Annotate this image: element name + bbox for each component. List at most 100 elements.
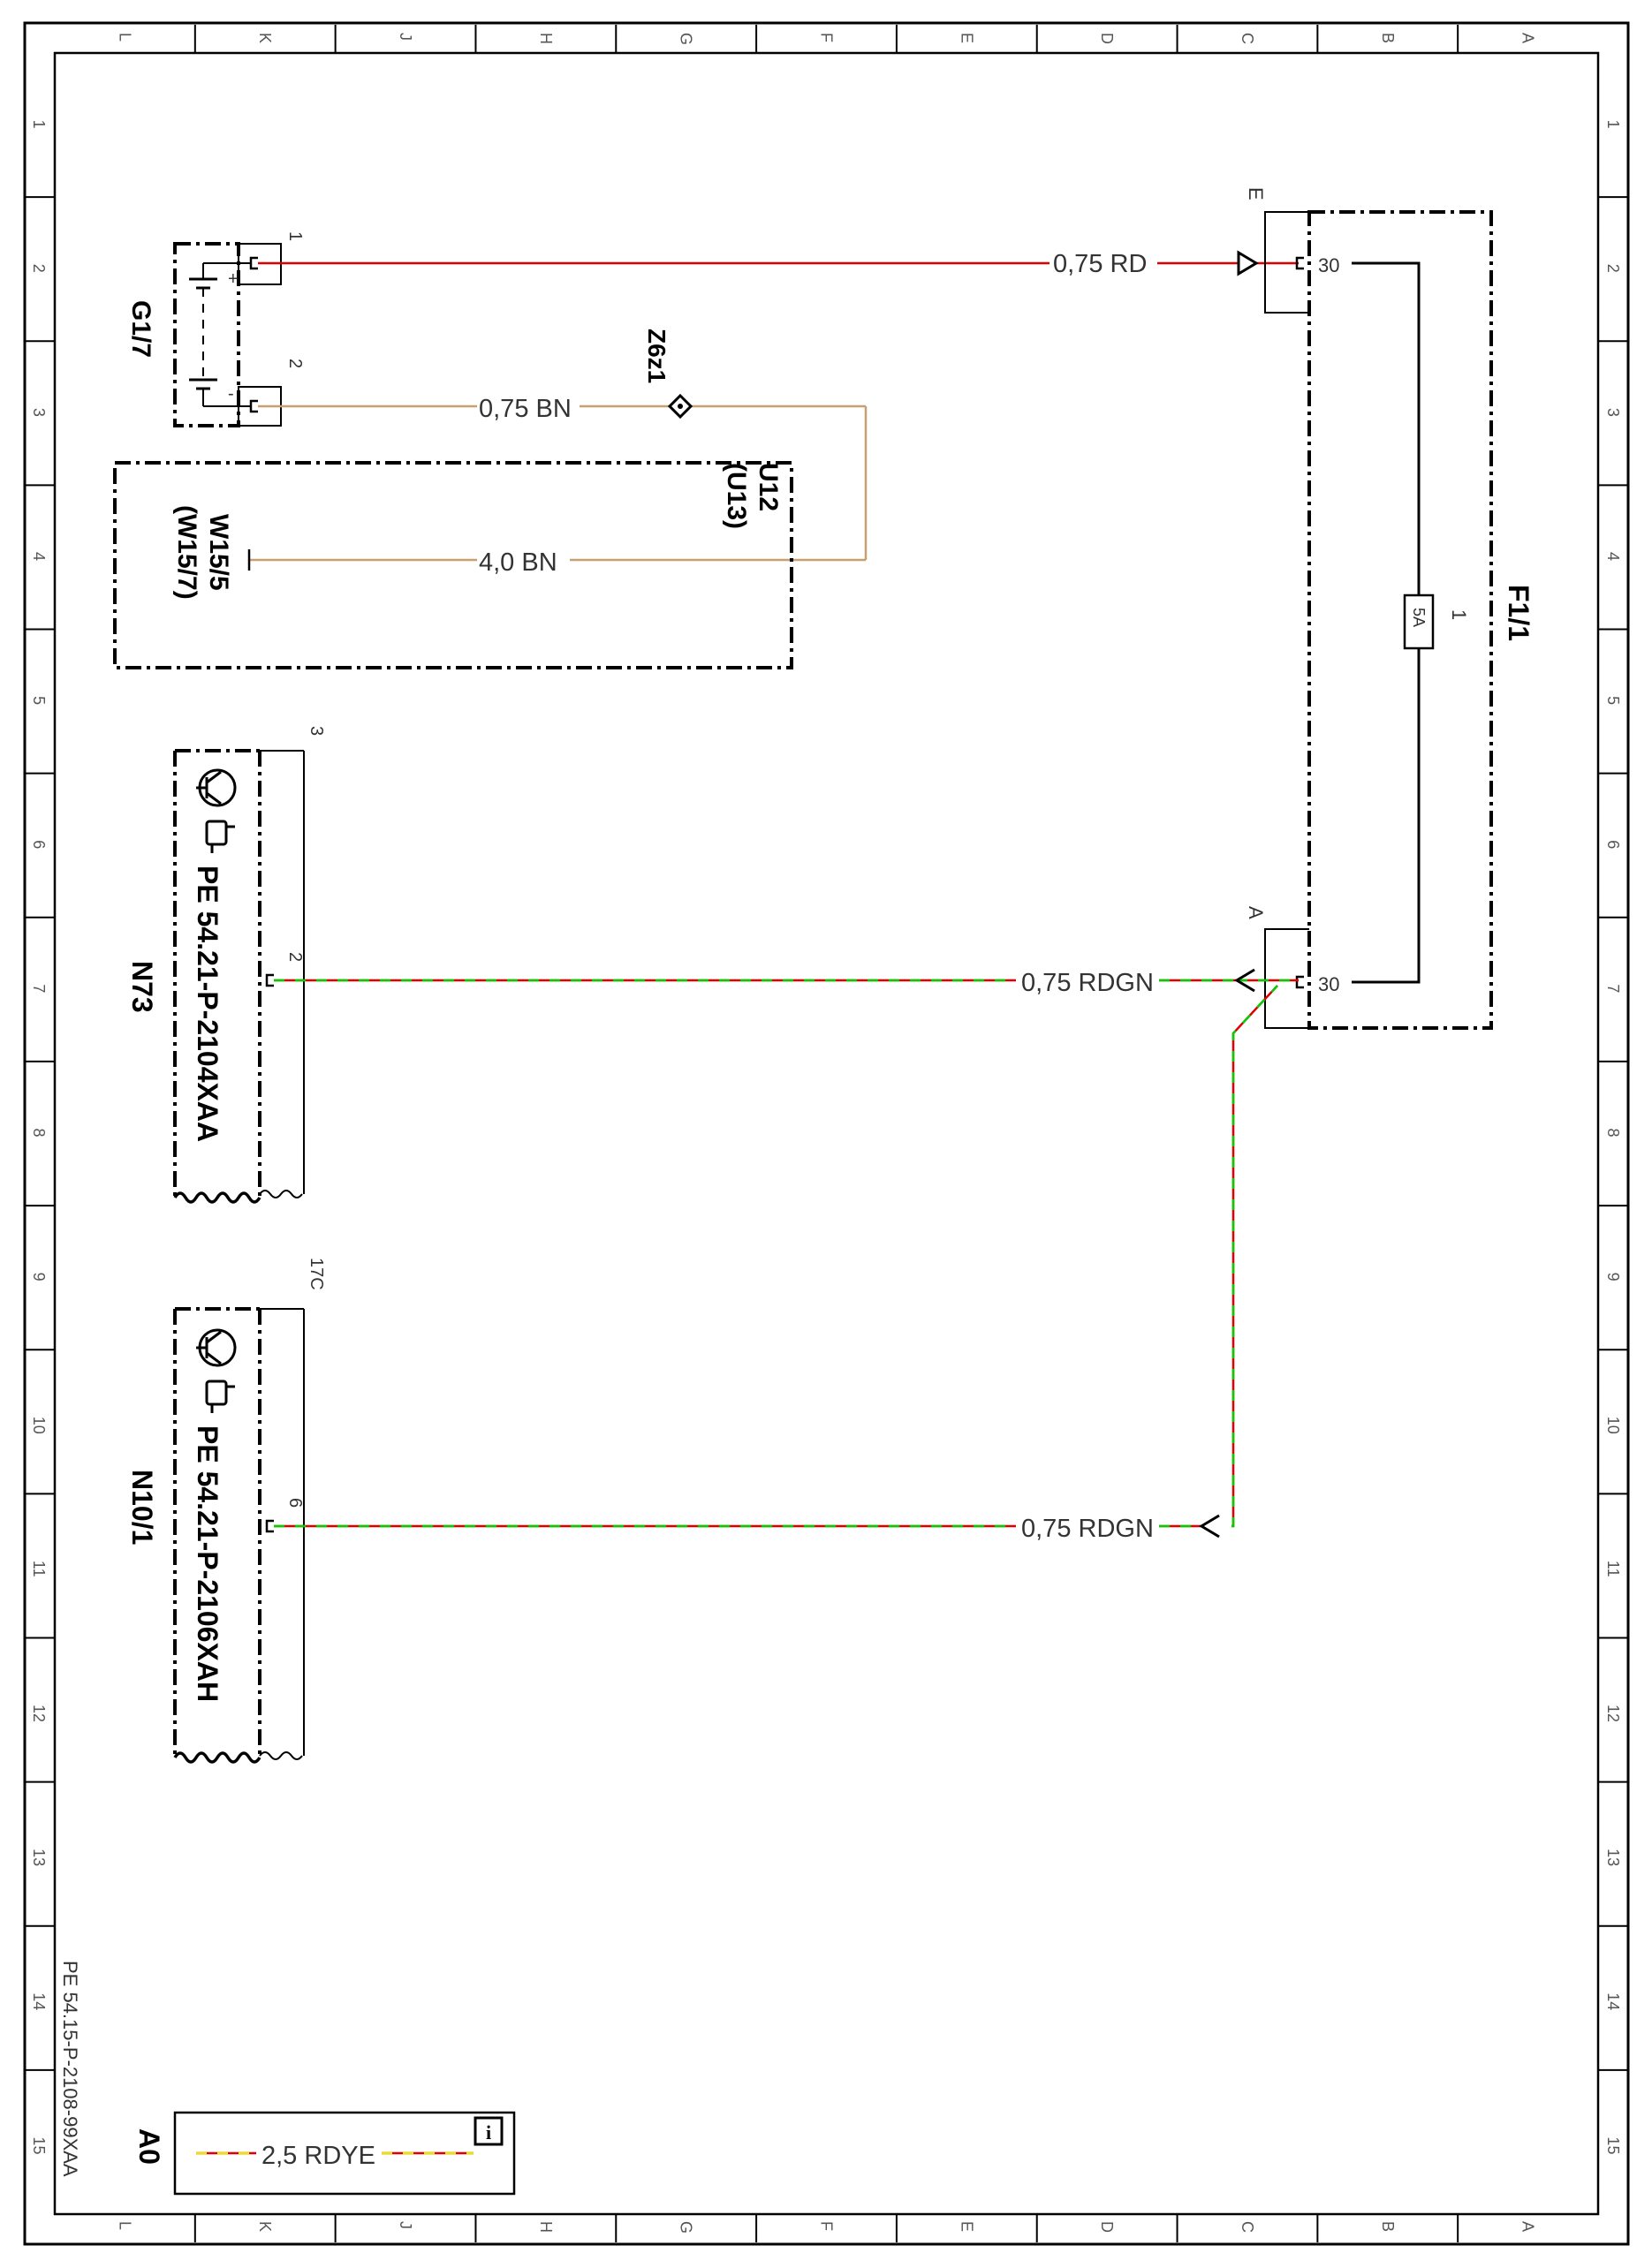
f11-pin-30-top xyxy=(1295,256,1304,270)
sheet-label: A0 xyxy=(133,2128,165,2165)
module-n101[interactable]: 17C 6 PE 54.21-P-2106XAH N10/1 xyxy=(126,1258,326,1764)
grid-row-label: 11 xyxy=(30,1561,48,1577)
f11-label: F1/1 xyxy=(1503,585,1535,641)
grid-col-label: D xyxy=(1098,33,1116,44)
connector-arrow-n101[interactable] xyxy=(1199,1514,1220,1538)
grid-row-label: 7 xyxy=(30,984,48,993)
n73-connector xyxy=(265,973,274,987)
w155-label: W15/5 xyxy=(204,514,233,591)
g17-dashed-box xyxy=(173,242,240,427)
g17-connector-pin1[interactable] xyxy=(249,256,258,270)
grid-row-label: 2 xyxy=(30,264,48,273)
grid-row-label: 9 xyxy=(1604,1273,1622,1281)
connector-arrow-a[interactable] xyxy=(1234,968,1255,993)
grid-row-label: 15 xyxy=(1604,2136,1622,2154)
n73-pin-label: 2 xyxy=(285,952,305,962)
u12-label: U12 xyxy=(754,463,783,511)
f11-term-bottom: 30 xyxy=(1318,973,1339,995)
grid-row-label: 15 xyxy=(30,2136,48,2154)
f11-internal-lower xyxy=(1352,648,1421,984)
grid-row-label: 8 xyxy=(1604,1129,1622,1138)
ground-box-u12[interactable]: U12 (U13) W15/5 (W15/7) xyxy=(113,461,793,669)
connector-arrow-e[interactable] xyxy=(1237,250,1259,276)
f11-conn-a-box xyxy=(1264,928,1309,1029)
grid-row-label: 3 xyxy=(30,408,48,417)
g17-connector-pin2[interactable] xyxy=(249,399,258,413)
fuse-box-f11[interactable]: E A 30 30 5A 1 F1/1 xyxy=(1245,187,1535,1030)
n101-pin-label: 6 xyxy=(285,1498,305,1508)
grid-row-label: 6 xyxy=(30,840,48,849)
legend-wire-label: 2,5 RDYE xyxy=(261,2142,375,2170)
n73-label: N73 xyxy=(126,961,158,1013)
inner-frame xyxy=(53,51,1600,2216)
grid-col-label: K xyxy=(256,2221,274,2232)
wire-075-rdgn-n101[interactable]: 0,75 RDGN xyxy=(274,985,1278,1543)
grid-col-label: H xyxy=(537,2221,555,2233)
z6z1-label: Z6z1 xyxy=(643,329,671,383)
wire-40-bn[interactable]: 4,0 BN xyxy=(249,406,868,577)
wire-40-bn-label: 4,0 BN xyxy=(479,548,557,577)
grid-col-label: D xyxy=(1098,2221,1116,2233)
grid-col-label: G xyxy=(678,2221,695,2234)
grid-col-label: F xyxy=(818,2221,836,2231)
grid-col-label: K xyxy=(256,33,274,43)
n73-pin-top: 3 xyxy=(307,726,326,736)
module-n73[interactable]: 3 2 PE 54.21-P-2104XAA N73 xyxy=(126,726,326,1204)
svg-text:i: i xyxy=(486,2121,491,2143)
fuse-5a[interactable] xyxy=(1403,593,1435,650)
grid-row-label: 5 xyxy=(30,696,48,705)
n101-pin-top: 17C xyxy=(307,1258,326,1290)
g17-label: G1/7 xyxy=(126,300,155,358)
fuse-rating: 5A xyxy=(1410,608,1428,627)
f11-conn-e-label: E xyxy=(1245,187,1267,200)
n73-ref: PE 54.21-P-2104XAA xyxy=(192,866,224,1142)
grid-col-label: C xyxy=(1239,2221,1256,2233)
grid-row-label: 9 xyxy=(30,1273,48,1281)
wire-rdgn-n73-label: 0,75 RDGN xyxy=(1021,969,1154,997)
grid-col-label: L xyxy=(116,2221,133,2230)
grid-row-label: 1 xyxy=(30,120,48,129)
wire-075-rdgn-n73[interactable]: 0,75 RDGN xyxy=(274,969,1299,997)
doc-reference: PE 54.15-P-2108-99XAA xyxy=(59,1961,81,2177)
grid-col-label: H xyxy=(537,33,555,44)
g17-minus-sign: - xyxy=(228,384,234,404)
g17-plus-sign: + xyxy=(228,269,239,289)
grid-col-label: F xyxy=(818,33,836,42)
grid-col-label: G xyxy=(678,33,695,45)
n101-ref: PE 54.21-P-2106XAH xyxy=(192,1425,224,1702)
wire-075-rd-label: 0,75 RD xyxy=(1053,250,1147,278)
grid-row-label: 13 xyxy=(1604,1848,1622,1866)
f11-conn-a-label: A xyxy=(1245,906,1267,919)
grid-col-label: J xyxy=(397,33,414,41)
splice-z6z1[interactable]: Z6z1 xyxy=(643,329,693,420)
f11-internal-upper xyxy=(1352,261,1421,595)
grid-row-label: 14 xyxy=(30,1992,48,2010)
grid-col-label: C xyxy=(1239,33,1256,44)
w157-label: (W15/7) xyxy=(172,505,201,600)
grid-row-label: 2 xyxy=(1604,264,1622,273)
grid-row-label: 11 xyxy=(1604,1561,1622,1577)
transistor-icon xyxy=(196,1328,237,1367)
grid-col-label: E xyxy=(958,2221,975,2232)
wire-075-bn-label: 0,75 BN xyxy=(479,395,572,423)
wire-075-rd[interactable]: 0,75 RD xyxy=(258,250,1299,278)
grid-col-label: L xyxy=(116,33,133,42)
pointing-hand-icon xyxy=(205,820,235,853)
grid-row-label: 10 xyxy=(30,1417,48,1434)
grid-row-label: 6 xyxy=(1604,840,1622,849)
n101-label: N10/1 xyxy=(126,1470,158,1545)
wire-075-bn[interactable]: 0,75 BN xyxy=(258,395,866,423)
f11-term-top: 30 xyxy=(1318,254,1339,276)
u13-label: (U13) xyxy=(722,463,751,529)
grid-row-label: 4 xyxy=(30,552,48,561)
f11-pin-30-bottom xyxy=(1295,975,1304,989)
wire-rdgn-n101-label: 0,75 RDGN xyxy=(1021,1515,1154,1543)
info-icon[interactable]: i xyxy=(474,2116,504,2146)
n101-connector xyxy=(265,1519,274,1533)
outer-frame xyxy=(23,21,1630,2246)
grid-row-label: 13 xyxy=(30,1848,48,1866)
battery-g17[interactable]: + - 1 2 G1/7 xyxy=(126,231,305,427)
